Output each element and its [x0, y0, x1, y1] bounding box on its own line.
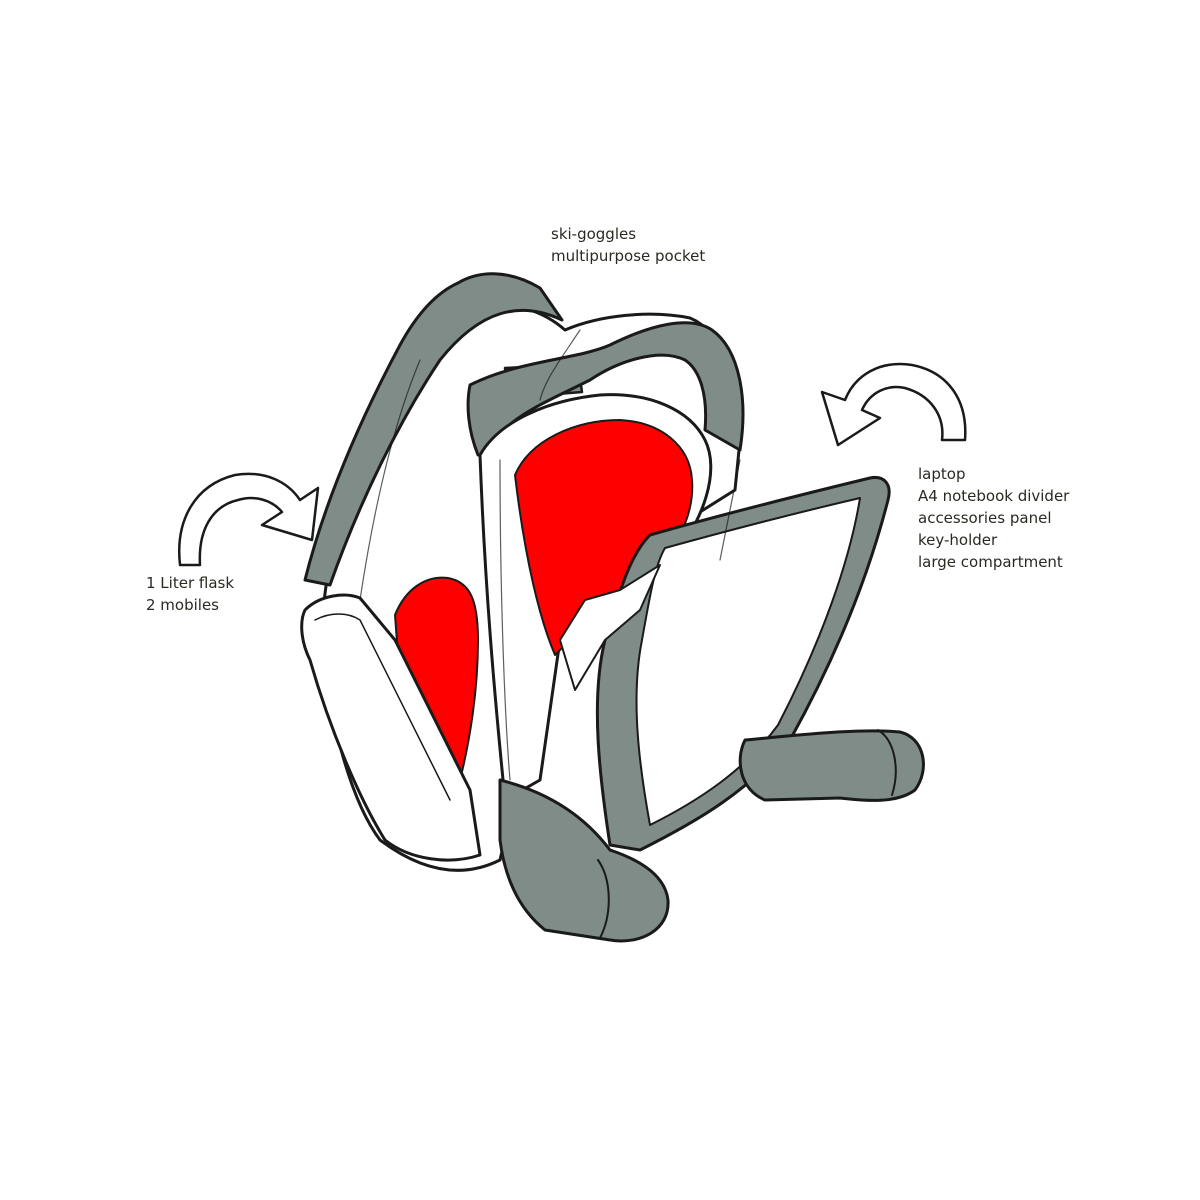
right-strap-end	[877, 729, 897, 796]
curved-arrow-icon	[820, 362, 967, 447]
curved-arrow-icon	[178, 472, 320, 567]
label-large-compartment: large compartment	[918, 553, 1063, 571]
large-red-compartment	[514, 419, 694, 656]
right-arrow	[820, 362, 967, 447]
bottom-front-strap	[498, 778, 670, 943]
label-ski-goggles: ski-goggles	[551, 225, 637, 243]
left-arrow	[178, 472, 320, 567]
bottom-strap-end	[597, 859, 610, 939]
backpack-illustration	[300, 272, 925, 943]
label-mobiles: 2 mobiles	[146, 596, 220, 614]
left-pocket-flap	[300, 593, 482, 862]
label-multipurpose-pocket: multipurpose pocket	[551, 247, 706, 265]
right-bottom-strap	[738, 729, 925, 802]
inner-divider	[559, 564, 661, 691]
left-shoulder-strap	[303, 272, 564, 587]
label-laptop: laptop	[918, 465, 966, 483]
label-notebook-divider: A4 notebook divider	[918, 487, 1070, 505]
right-labels: laptop A4 notebook divider accessories p…	[918, 463, 1069, 573]
label-accessories-panel: accessories panel	[918, 509, 1052, 527]
sketch-lines	[359, 329, 741, 781]
left-labels: 1 Liter flask 2 mobiles	[146, 572, 234, 616]
left-pocket-flap-inner	[314, 613, 451, 801]
label-flask: 1 Liter flask	[146, 574, 235, 592]
top-labels: ski-goggles multipurpose pocket	[551, 223, 705, 267]
label-key-holder: key-holder	[918, 531, 998, 549]
